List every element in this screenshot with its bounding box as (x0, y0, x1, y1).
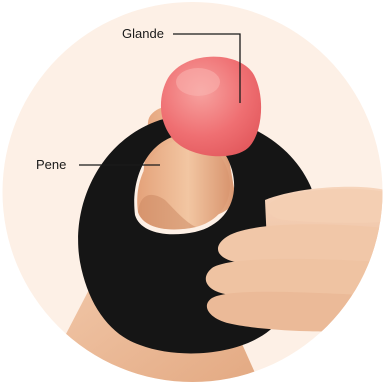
finger-2 (218, 224, 385, 265)
label-glande: Glande (122, 27, 164, 40)
glans-highlight (176, 68, 220, 96)
label-pene: Pene (36, 158, 66, 171)
